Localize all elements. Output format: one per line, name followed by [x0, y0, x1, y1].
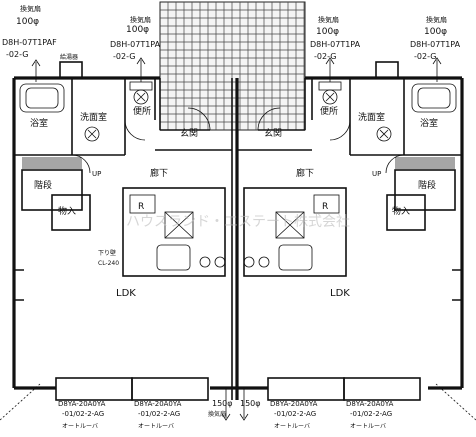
right-vent-top-label: 換気扇: [426, 15, 447, 24]
left-ceiling-note-2: CL-240: [98, 260, 119, 267]
right-bottom-note-1: オートルーバ: [274, 423, 310, 430]
left-vent-toilet-model: D8H-07T1PA: [110, 40, 161, 49]
right-sash-1-model: D8YA-20A0YA: [270, 400, 318, 408]
left-bottom-note-1: オートルーバ: [62, 423, 98, 430]
right-vent-top-size: 100φ: [424, 27, 447, 37]
right-washroom-label: 洗面室: [358, 111, 385, 123]
right-stairs-up: UP: [372, 170, 381, 178]
right-bottom-note-2: オートルーバ: [350, 423, 386, 430]
outer-walls: [12, 61, 464, 400]
vent-arrows: [0, 57, 476, 421]
right-toilet-label: 便所: [320, 105, 338, 117]
right-sash-1-suffix: -01/02-2-AG: [274, 410, 316, 418]
right-unit-walls: [237, 78, 462, 401]
right-vent-bath-model: D8H-07T1PA: [410, 40, 461, 49]
right-vent-toilet-label: 換気扇: [318, 15, 339, 24]
right-sash-2-model: D8YA-20A0YA: [346, 400, 394, 408]
right-hall-label: 廊下: [296, 167, 314, 179]
left-unit-walls: [14, 78, 232, 401]
left-entrance-label: 玄関: [180, 127, 198, 139]
left-ceiling-note-1: 下り壁: [98, 249, 116, 257]
left-water-heater-note: 給湯器: [60, 53, 78, 61]
left-stairs-up: UP: [92, 170, 101, 178]
door-swings: [71, 107, 405, 174]
left-sash-2-suffix: -01/02-2-AG: [138, 410, 180, 418]
left-vent-top-size: 100φ: [16, 17, 39, 27]
left-vent-toilet-suffix: -02-G: [113, 52, 135, 61]
right-fridge-label: R: [322, 202, 328, 212]
right-vent-bath-suffix: -02-G: [414, 52, 436, 61]
left-storage-label: 物入: [58, 205, 76, 217]
left-sash-1-suffix: -01/02-2-AG: [62, 410, 104, 418]
right-entrance-label: 玄関: [264, 127, 282, 139]
right-stairs-label: 階段: [418, 179, 436, 191]
right-bathroom-label: 浴室: [420, 117, 438, 129]
left-hall-label: 廊下: [150, 167, 168, 179]
left-sash-2-model: D8YA-20A0YA: [134, 400, 182, 408]
left-vent-bottom-label: 換気扇: [208, 410, 226, 418]
right-vent-toilet-suffix: -02-G: [314, 52, 336, 61]
left-stairs-label: 階段: [34, 179, 52, 191]
left-vent-bath-suffix: -02-G: [6, 50, 28, 59]
right-storage-label: 物入: [392, 205, 410, 217]
left-vent-toilet-size: 100φ: [126, 25, 149, 35]
left-toilet-label: 便所: [133, 105, 151, 117]
right-vent-bottom-size: 150φ: [240, 399, 261, 408]
left-ldk-label: LDK: [116, 288, 136, 299]
right-vent-toilet-size: 100φ: [316, 27, 339, 37]
stair-treads: [22, 157, 455, 171]
left-washroom-label: 洗面室: [80, 111, 107, 123]
left-bottom-note-2: オートルーバ: [138, 423, 174, 430]
left-bathroom-label: 浴室: [30, 117, 48, 129]
right-ldk-label: LDK: [330, 288, 350, 299]
watermark: ハウスランド・エステート株式会社: [126, 214, 350, 230]
right-vent-toilet-model: D8H-07T1PA: [310, 40, 361, 49]
left-vent-toilet-label: 換気扇: [130, 15, 151, 24]
left-vent-bath-model: D8H-07T1PAF: [2, 38, 57, 47]
right-sash-2-suffix: -01/02-2-AG: [350, 410, 392, 418]
left-fridge-label: R: [138, 202, 144, 212]
left-vent-bottom-size: 150φ: [212, 399, 233, 408]
left-sash-1-model: D8YA-20A0YA: [58, 400, 106, 408]
left-vent-top-label: 換気扇: [20, 4, 41, 13]
